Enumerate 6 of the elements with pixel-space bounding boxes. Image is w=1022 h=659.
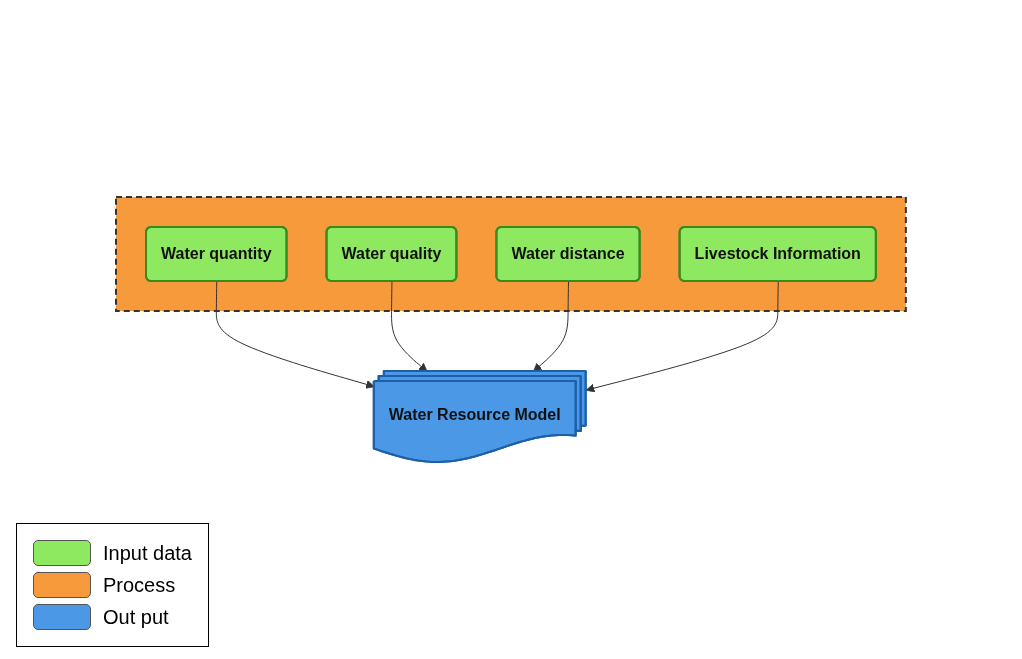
arrow: [215, 281, 375, 389]
legend-label: Input data: [103, 541, 192, 565]
legend-label: Process: [103, 573, 176, 597]
cluster: [115, 196, 907, 312]
arrow: [585, 281, 779, 393]
legend-label: Out put: [103, 605, 169, 629]
